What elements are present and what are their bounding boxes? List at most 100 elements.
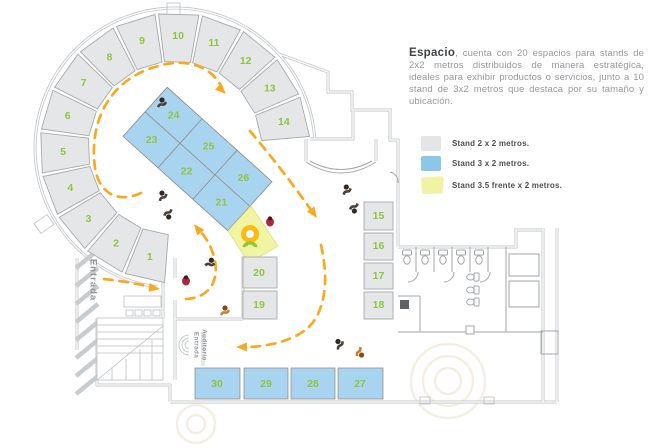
- stand-1-label: 1: [147, 251, 153, 263]
- stand-19-label: 19: [253, 299, 265, 311]
- stand-12-label: 12: [240, 55, 252, 67]
- legend-swatch-blue: [421, 156, 441, 171]
- person-icon-red: [182, 275, 190, 286]
- stand-25-label: 25: [203, 141, 215, 153]
- stand-15: [363, 201, 394, 231]
- stand-18: [363, 291, 394, 320]
- gray-stand-ring: [40, 13, 311, 284]
- stand-16-label: 16: [373, 240, 385, 252]
- stand-16: [363, 232, 394, 261]
- stand-4-label: 4: [67, 182, 73, 194]
- person-icon: [156, 97, 168, 108]
- stand-1: [124, 228, 169, 284]
- toilet-icons: [402, 249, 484, 307]
- stand-29-label: 29: [260, 378, 272, 390]
- route-arrow: [194, 224, 205, 236]
- stand-20-label: 20: [253, 267, 265, 279]
- legend-row-3-5x2: Stand 3.5 frente x 2 metros.: [421, 176, 562, 194]
- stand-28: [290, 367, 336, 400]
- legend-label-3x2: Stand 3 x 2 metros.: [452, 159, 530, 168]
- stand-2-label: 2: [113, 237, 119, 249]
- stand-5: [40, 132, 90, 174]
- stand-5-label: 5: [60, 146, 66, 158]
- stand-24-label: 24: [168, 109, 180, 121]
- bottom-stand-row: [194, 367, 384, 400]
- flower-icon: [241, 225, 259, 248]
- stand-30-label: 30: [211, 378, 223, 390]
- stand-22-label: 22: [181, 165, 193, 177]
- person-icon: [204, 257, 216, 267]
- auditorium-entrance-line1: Entrada: [193, 332, 200, 358]
- entrance-hatching: [74, 248, 100, 396]
- legend-swatch-gray: [421, 136, 441, 151]
- stand-27: [337, 367, 384, 400]
- stand-17: [363, 262, 394, 290]
- stand-23-label: 23: [146, 134, 158, 146]
- stand-15-label: 15: [373, 210, 385, 222]
- description-body: , cuenta con 20 espacios para stands de …: [409, 48, 644, 107]
- stand-20: [242, 256, 278, 289]
- legend-swatch-yellow: [421, 176, 444, 194]
- stand-3-label: 3: [86, 213, 92, 225]
- stand-13: [240, 59, 300, 114]
- watermark-circles: [175, 342, 487, 445]
- stand-6: [40, 89, 97, 137]
- stand-12: [218, 30, 276, 91]
- stand-21-label: 21: [216, 197, 228, 209]
- stand-14: [255, 96, 311, 142]
- stand-9: [115, 13, 163, 71]
- stand-28-label: 28: [307, 378, 319, 390]
- description-paragraph: Espacio, cuenta con 20 espacios para sta…: [409, 46, 644, 107]
- route-arrow: [307, 206, 317, 218]
- legend-row-3x2: Stand 3 x 2 metros.: [421, 156, 562, 171]
- person-icon: [335, 338, 344, 350]
- stand-8: [79, 27, 136, 87]
- stand-7: [53, 53, 113, 110]
- route-arrow: [236, 342, 247, 352]
- stand-19: [242, 290, 278, 320]
- blue-stand-block: [122, 86, 273, 232]
- entrance-label: Entrada: [88, 259, 99, 301]
- stand-11-label: 11: [208, 37, 219, 49]
- stand-8-label: 8: [106, 51, 112, 63]
- person-icon: [163, 208, 173, 220]
- stand-6-label: 6: [65, 110, 71, 122]
- stand-18-label: 18: [373, 299, 385, 311]
- reception-desk: [123, 295, 162, 317]
- stand-13-label: 13: [264, 82, 276, 94]
- people-icons: [156, 97, 365, 358]
- stand-27-label: 27: [354, 378, 366, 390]
- person-icon: [348, 203, 359, 214]
- person-icon: [219, 305, 231, 316]
- stand-10-label: 10: [172, 30, 184, 42]
- legend-row-2x2: Stand 2 x 2 metros.: [421, 136, 562, 151]
- legend-label-3-5x2: Stand 3.5 frente x 2 metros.: [452, 180, 563, 190]
- stand-3: [58, 192, 118, 250]
- stand-30: [194, 367, 241, 400]
- stand-17-label: 17: [373, 270, 385, 282]
- stand-29: [243, 367, 289, 400]
- route-arrow: [148, 283, 160, 292]
- stand-14-label: 14: [278, 116, 290, 128]
- stand-7-label: 7: [81, 77, 87, 89]
- stand-9-label: 9: [139, 35, 145, 47]
- stand-11: [192, 15, 241, 73]
- description-title: Espacio: [409, 47, 456, 59]
- legend-label-2x2: Stand 2 x 2 metros.: [452, 139, 530, 148]
- stand-numbers: 1 2 3 4 5 6 7 8 9 10 11 12 13 14 15 16 1…: [60, 30, 384, 390]
- auditorium-entrance-line2: Auditorio: [201, 329, 208, 361]
- person-icon: [158, 190, 168, 202]
- route-arrow: [214, 83, 226, 94]
- stand-2: [87, 213, 142, 273]
- auditorium-arcs: [178, 334, 190, 356]
- person-icon: [342, 184, 352, 196]
- legend: Stand 2 x 2 metros. Stand 3 x 2 metros. …: [421, 136, 562, 199]
- stand-4: [42, 165, 100, 215]
- person-icon-red: [266, 216, 274, 227]
- visitor-route: [92, 61, 327, 352]
- stand-26-label: 26: [238, 172, 250, 184]
- staircase: [96, 317, 164, 381]
- bathrooms: [389, 171, 543, 335]
